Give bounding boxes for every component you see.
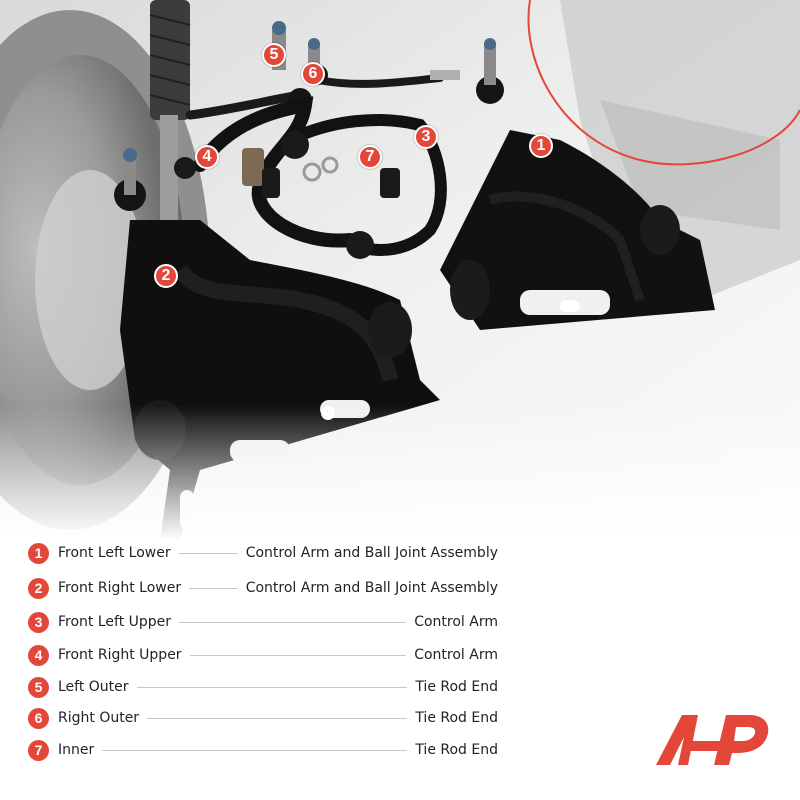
legend-value: Tie Rod End bbox=[415, 742, 498, 758]
product-illustration bbox=[0, 0, 800, 540]
callout-badge-2: 2 bbox=[154, 264, 178, 288]
legend-label: Right Outer bbox=[58, 710, 140, 726]
callout-badge-7: 7 bbox=[358, 145, 382, 169]
legend-row-2: 2 Front Right Lower Control Arm and Ball… bbox=[28, 576, 498, 600]
legend-label: Front Left Lower bbox=[58, 545, 171, 561]
legend-row-4: 4 Front Right Upper Control Arm bbox=[28, 643, 498, 667]
legend-label: Front Right Upper bbox=[58, 647, 182, 663]
legend-label: Inner bbox=[58, 742, 95, 758]
legend-divider bbox=[147, 717, 408, 719]
legend-divider bbox=[136, 686, 408, 688]
legend-row-3: 3 Front Left Upper Control Arm bbox=[28, 610, 498, 634]
callout-badge-3: 3 bbox=[414, 125, 438, 149]
legend-number-badge: 2 bbox=[28, 577, 49, 599]
legend-number-badge: 1 bbox=[28, 542, 49, 564]
legend-row-6: 6 Right Outer Tie Rod End bbox=[28, 706, 498, 730]
legend-label: Front Left Upper bbox=[58, 614, 172, 630]
callout-badge-6: 6 bbox=[301, 62, 325, 86]
legend-value: Control Arm and Ball Joint Assembly bbox=[245, 580, 498, 596]
legend-row-1: 1 Front Left Lower Control Arm and Ball … bbox=[28, 541, 498, 565]
legend-divider bbox=[189, 587, 238, 589]
legend-value: Control Arm bbox=[414, 647, 498, 663]
callout-badge-5: 5 bbox=[262, 43, 286, 67]
legend-number-badge: 4 bbox=[28, 644, 49, 666]
legend-number-badge: 3 bbox=[28, 611, 49, 633]
legend-row-7: 7 Inner Tie Rod End bbox=[28, 738, 498, 762]
legend-value: Control Arm and Ball Joint Assembly bbox=[245, 545, 498, 561]
callout-badge-4: 4 bbox=[195, 145, 219, 169]
legend-value: Control Arm bbox=[414, 614, 498, 630]
legend-number-badge: 6 bbox=[28, 707, 49, 729]
legend-label: Left Outer bbox=[58, 679, 129, 695]
legend-number-badge: 7 bbox=[28, 739, 49, 761]
product-photo: 1 2 3 4 5 6 7 bbox=[0, 0, 800, 540]
legend-value: Tie Rod End bbox=[415, 710, 498, 726]
legend-divider bbox=[102, 749, 408, 751]
legend-divider bbox=[189, 654, 407, 656]
callout-badge-1: 1 bbox=[529, 134, 553, 158]
legend-divider bbox=[179, 621, 407, 623]
legend-value: Tie Rod End bbox=[415, 679, 498, 695]
legend-number-badge: 5 bbox=[28, 676, 49, 698]
legend-row-5: 5 Left Outer Tie Rod End bbox=[28, 675, 498, 699]
legend-label: Front Right Lower bbox=[58, 580, 182, 596]
brand-logo-icon bbox=[656, 715, 769, 765]
legend-divider bbox=[178, 552, 238, 554]
